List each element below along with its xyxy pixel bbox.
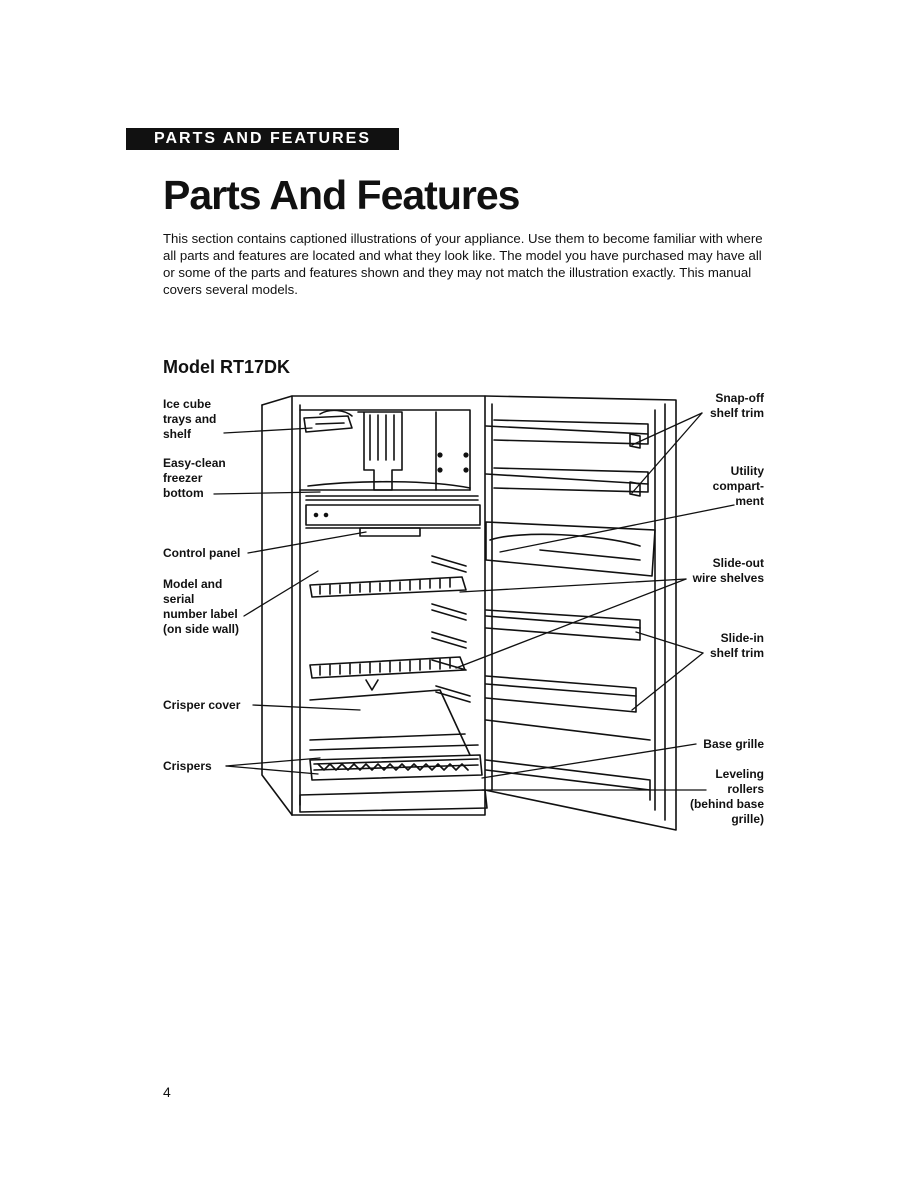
label-slide-out-wire-shelves: Slide-out wire shelves bbox=[692, 556, 764, 585]
cabinet bbox=[261, 395, 486, 816]
label-base-grille: Base grille bbox=[703, 737, 764, 751]
shelf-rails bbox=[431, 555, 471, 703]
section-tab: PARTS AND FEATURES bbox=[126, 128, 399, 150]
label-crisper-cover: Crisper cover bbox=[163, 698, 241, 712]
page-number: 4 bbox=[163, 1084, 171, 1100]
wire-shelf-upper bbox=[309, 576, 467, 598]
label-model-serial-number: Model and serial number label (on side w… bbox=[163, 577, 240, 636]
label-easy-clean-freezer-bottom: Easy-clean freezer bottom bbox=[163, 456, 226, 500]
crisper-assembly bbox=[299, 679, 488, 813]
freezer-bottom bbox=[307, 480, 471, 489]
label-ice-cube-trays: Ice cube trays and shelf bbox=[163, 397, 217, 441]
model-title: Model RT17DK bbox=[163, 357, 291, 377]
label-slide-in-shelf-trim: Slide-in shelf trim bbox=[709, 631, 764, 660]
page-title: Parts And Features bbox=[163, 172, 520, 218]
wire-shelf-lower bbox=[309, 656, 466, 679]
label-snap-off-shelf-trim: Snap-off shelf trim bbox=[709, 391, 764, 420]
refrigerator-door bbox=[484, 395, 677, 831]
label-leveling-rollers: Leveling rollers (behind base grille) bbox=[689, 767, 764, 826]
label-utility-compartment: Utility compart- ment bbox=[712, 464, 764, 508]
label-control-panel: Control panel bbox=[163, 546, 241, 560]
freezer-fan-housing bbox=[357, 411, 469, 491]
leader-lines bbox=[213, 412, 735, 791]
intro-paragraph: This section contains captioned illustra… bbox=[163, 231, 763, 297]
label-crispers: Crispers bbox=[163, 759, 212, 773]
ice-cube-tray bbox=[303, 409, 353, 433]
